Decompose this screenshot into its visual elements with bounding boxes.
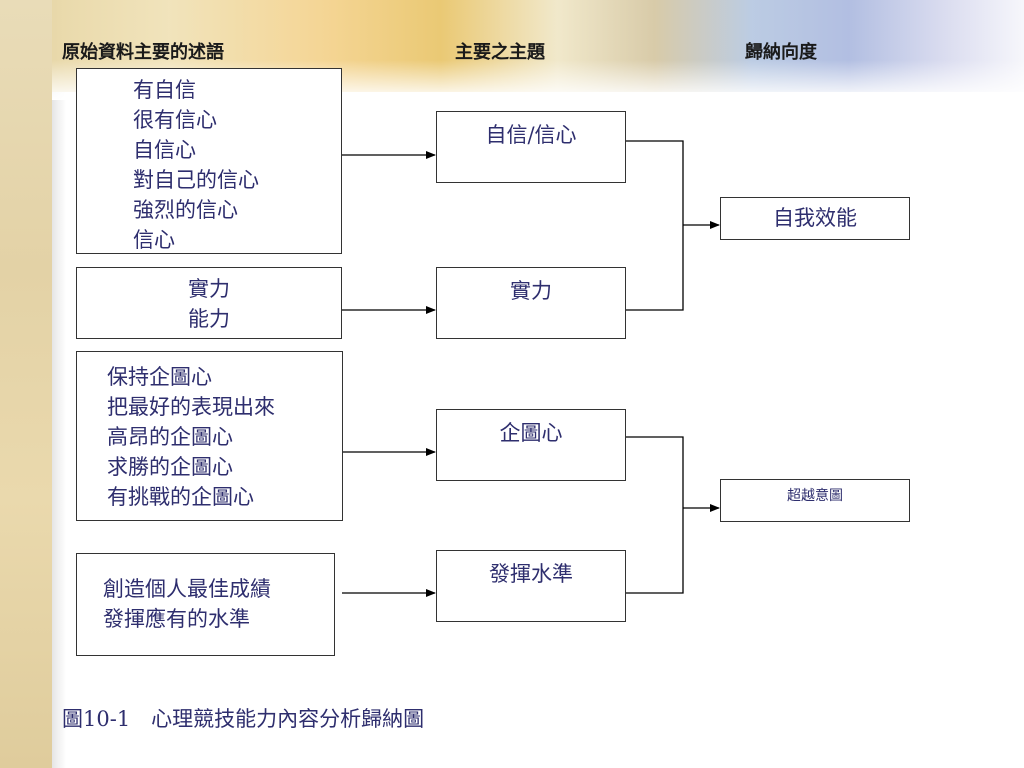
dimension-label: 超越意圖 [787, 488, 843, 504]
dimension-box-self-efficacy: 自我效能 [720, 197, 910, 240]
theme-label: 發揮水準 [489, 562, 573, 586]
source-phrase: 發揮應有的水準 [103, 607, 250, 631]
theme-box-confidence: 自信/信心 [436, 111, 626, 183]
header-main-theme: 主要之主題 [455, 42, 545, 63]
source-phrase: 能力 [188, 307, 230, 331]
theme-box-ambition: 企圖心 [436, 409, 626, 481]
bracket-upper [626, 140, 684, 311]
source-phrase: 實力 [188, 277, 230, 301]
source-phrase: 有挑戰的企圖心 [107, 485, 254, 509]
source-phrase: 有自信 [133, 78, 196, 102]
source-phrase: 保持企圖心 [107, 365, 212, 389]
source-phrase: 信心 [133, 228, 175, 252]
source-phrase: 對自己的信心 [133, 168, 259, 192]
source-phrase: 強烈的信心 [133, 198, 238, 222]
source-phrase: 自信心 [133, 138, 196, 162]
theme-label: 自信/信心 [485, 123, 577, 147]
source-phrase: 創造個人最佳成績 [103, 577, 271, 601]
source-phrase: 求勝的企圖心 [107, 455, 233, 479]
figure-caption: 圖10-1 心理競技能力內容分析歸納圖 [62, 707, 425, 731]
source-box-performance: 創造個人最佳成績 發揮應有的水準 [76, 553, 335, 656]
source-box-confidence: 有自信 很有信心 自信心 對自己的信心 強烈的信心 信心 [76, 68, 342, 254]
source-phrase: 把最好的表現出來 [107, 395, 275, 419]
theme-label: 企圖心 [499, 421, 563, 445]
source-phrase: 很有信心 [133, 108, 217, 132]
header-raw-data: 原始資料主要的述語 [62, 42, 224, 63]
dimension-box-transcend-intent: 超越意圖 [720, 479, 910, 522]
source-box-ability: 實力 能力 [76, 267, 342, 339]
dimension-label: 自我效能 [773, 206, 857, 230]
bracket-lower [626, 436, 684, 594]
theme-box-ability: 實力 [436, 267, 626, 339]
theme-box-performance: 發揮水準 [436, 550, 626, 622]
header-dimension: 歸納向度 [745, 42, 817, 63]
theme-label: 實力 [510, 279, 552, 303]
decorative-sidebar [0, 0, 66, 768]
source-phrase: 高昂的企圖心 [107, 425, 233, 449]
source-box-ambition: 保持企圖心 把最好的表現出來 高昂的企圖心 求勝的企圖心 有挑戰的企圖心 [76, 351, 343, 521]
